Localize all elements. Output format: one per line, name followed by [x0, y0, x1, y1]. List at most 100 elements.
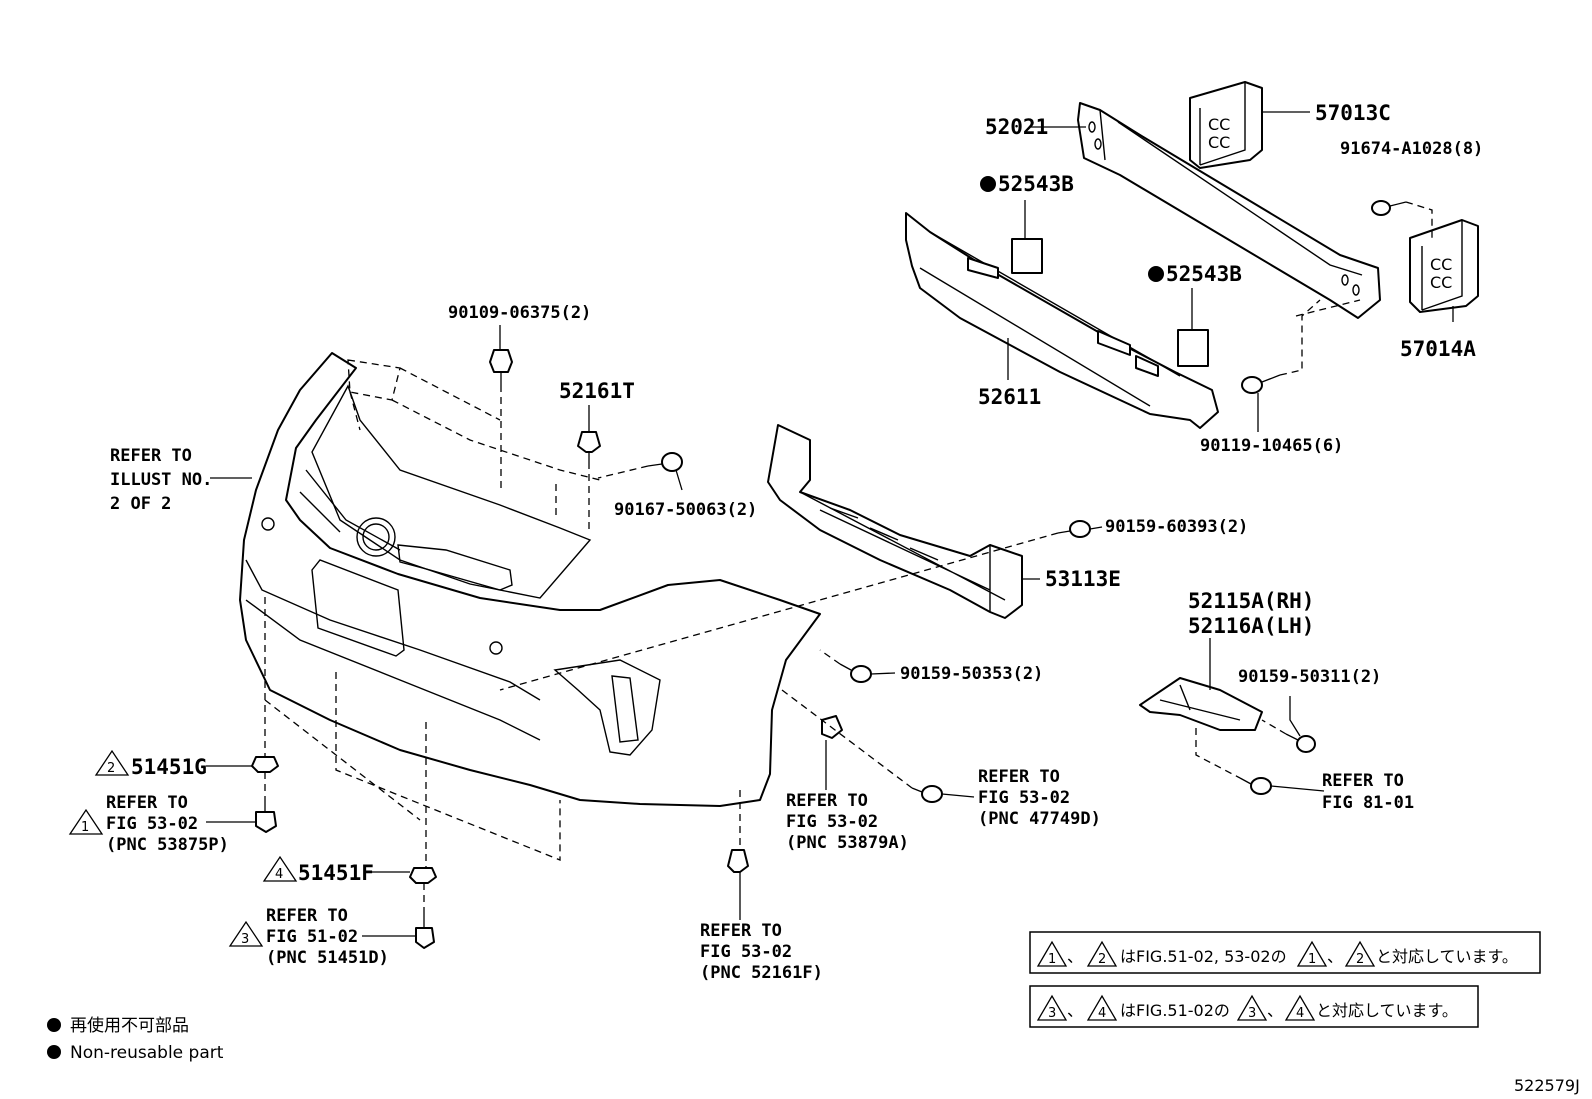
label-52115a-rh: 52115A(RH): [1188, 589, 1314, 613]
nut-51451f-icon: [409, 867, 437, 884]
legend-dot-icon: [47, 1045, 61, 1059]
label-refer-53879a-3: (PNC 53879A): [786, 833, 909, 853]
triangle-3-icon: [228, 920, 264, 947]
nut-51451g-icon: [251, 756, 279, 773]
note1-sep-a: 、: [1067, 947, 1083, 966]
pad-52543b-top: [1011, 238, 1043, 274]
svg-text:CC: CC: [1208, 133, 1230, 152]
bumper-support-53113e: [767, 424, 1023, 619]
svg-text:CC: CC: [1208, 115, 1230, 134]
bolt-90159-60393-icon: [1057, 520, 1091, 538]
label-refer-47749d-1: REFER TO: [978, 767, 1060, 787]
note2-tri-3: 3: [1248, 1006, 1256, 1021]
bolt-53875p-icon: [255, 798, 277, 833]
triangle-4-icon: [262, 855, 298, 882]
bolt-90109-icon: [489, 349, 513, 385]
clip-52161t-icon: [577, 431, 601, 462]
retainer-52115a: [1139, 677, 1263, 731]
label-51451g: 51451G: [131, 755, 207, 779]
label-90167-50063: 90167-50063(2): [614, 500, 757, 520]
label-refer-illust-2: ILLUST NO.: [110, 470, 212, 490]
label-90159-50353: 90159-50353(2): [900, 664, 1043, 684]
label-53113e: 53113E: [1045, 567, 1121, 591]
label-refer-47749d-3: (PNC 47749D): [978, 809, 1101, 829]
bracket-57014a: CC CC: [1409, 219, 1479, 313]
note2-sep-c: 、: [1267, 1001, 1283, 1020]
bracket-57013c: CC CC: [1189, 81, 1263, 169]
note2-sep-a: 、: [1067, 1001, 1083, 1020]
legend-jp: 再使用不可部品: [70, 1015, 189, 1036]
label-refer-52161f-3: (PNC 52161F): [700, 963, 823, 983]
note1-tri-4: 2: [1356, 952, 1364, 967]
label-refer-52161f-1: REFER TO: [700, 921, 782, 941]
bolt-51451d-icon: [415, 912, 435, 949]
label-refer-53875p-2: FIG 53-02: [106, 814, 198, 834]
label-refer-illust-1: REFER TO: [110, 446, 192, 466]
label-91674-a1028: 91674-A1028(8): [1340, 139, 1483, 159]
note2-tri-4: 4: [1296, 1006, 1304, 1021]
label-refer-51451d-2: FIG 51-02: [266, 927, 358, 947]
label-57013c: 57013C: [1315, 101, 1391, 125]
label-refer-53875p-3: (PNC 53875P): [106, 835, 229, 855]
triangle-3-number: 3: [241, 932, 249, 947]
bolt-91674-icon: [1371, 200, 1407, 216]
note1-tri-2: 2: [1098, 952, 1106, 967]
triangle-1-icon: [68, 808, 104, 835]
bumper-reinforcement-52021: [1077, 102, 1381, 319]
label-90109-06375: 90109-06375(2): [448, 303, 591, 323]
label-57014a: 57014A: [1400, 337, 1476, 361]
clip-52161f-icon: [727, 849, 749, 873]
legend-dot-icon: [47, 1018, 61, 1032]
triangle-1-number: 1: [81, 820, 89, 835]
bolt-90159-50353-icon: [839, 663, 872, 683]
non-reusable-dot-icon: [980, 176, 996, 192]
bolt-90159-50311-icon: [1285, 733, 1316, 753]
label-52611: 52611: [978, 385, 1041, 409]
svg-text:CC: CC: [1430, 255, 1452, 274]
label-52543b-top: 52543B: [998, 172, 1074, 196]
svg-text:CC: CC: [1430, 273, 1452, 292]
label-refer-52161f-2: FIG 53-02: [700, 942, 792, 962]
note1-sep-c: 、: [1327, 947, 1343, 966]
triangle-2-number: 2: [107, 761, 115, 776]
non-reusable-dot-icon: [1148, 266, 1164, 282]
label-refer-51451d-3: (PNC 51451D): [266, 948, 389, 968]
bumper-cover: [239, 352, 821, 807]
label-90159-50311: 90159-50311(2): [1238, 667, 1381, 687]
label-refer-53879a-1: REFER TO: [786, 791, 868, 811]
note1-tri-3: 1: [1308, 952, 1316, 967]
note2-text-d: と対応しています。: [1316, 1001, 1458, 1020]
label-51451f: 51451F: [298, 861, 374, 885]
label-90159-60393: 90159-60393(2): [1105, 517, 1248, 537]
label-refer-81-01-1: REFER TO: [1322, 771, 1404, 791]
bolt-90167-icon: [647, 452, 683, 472]
bolt-90119-icon: [1241, 374, 1281, 394]
triangle-2-icon: [94, 749, 130, 776]
pad-52543b-mid: [1177, 329, 1209, 367]
label-52543b-mid: 52543B: [1166, 262, 1242, 286]
diagram-id: 522579J: [1514, 1076, 1580, 1095]
note2-text-b: はFIG.51-02の: [1120, 1001, 1230, 1020]
note1-text-d: と対応しています。: [1376, 947, 1518, 966]
label-refer-47749d-2: FIG 53-02: [978, 788, 1070, 808]
triangle-4-number: 4: [275, 867, 283, 882]
label-52021: 52021: [985, 115, 1048, 139]
label-90119-10465: 90119-10465(6): [1200, 436, 1343, 456]
legend-en: Non-reusable part: [70, 1043, 224, 1063]
label-52116a-lh: 52116A(LH): [1188, 614, 1314, 638]
clip-47749d-icon: [911, 785, 943, 803]
note1-text-b: はFIG.51-02, 53-02の: [1120, 947, 1287, 966]
note-box-2: 3 、 4 はFIG.51-02の 3 、 4 と対応しています。: [1029, 985, 1479, 1028]
energy-absorber-52611: [905, 212, 1219, 429]
label-refer-51451d-1: REFER TO: [266, 906, 348, 926]
label-refer-81-01-2: FIG 81-01: [1322, 793, 1414, 813]
note2-tri-2: 4: [1098, 1006, 1106, 1021]
note-box-1: 1 、 2 はFIG.51-02, 53-02の 1 、 2 と対応しています。: [1029, 931, 1541, 974]
note2-tri-1: 3: [1048, 1006, 1056, 1021]
label-refer-illust-3: 2 OF 2: [110, 494, 171, 514]
label-52161t: 52161T: [559, 379, 635, 403]
label-refer-53875p-1: REFER TO: [106, 793, 188, 813]
label-refer-53879a-2: FIG 53-02: [786, 812, 878, 832]
clip-81-01-icon: [1239, 777, 1272, 795]
